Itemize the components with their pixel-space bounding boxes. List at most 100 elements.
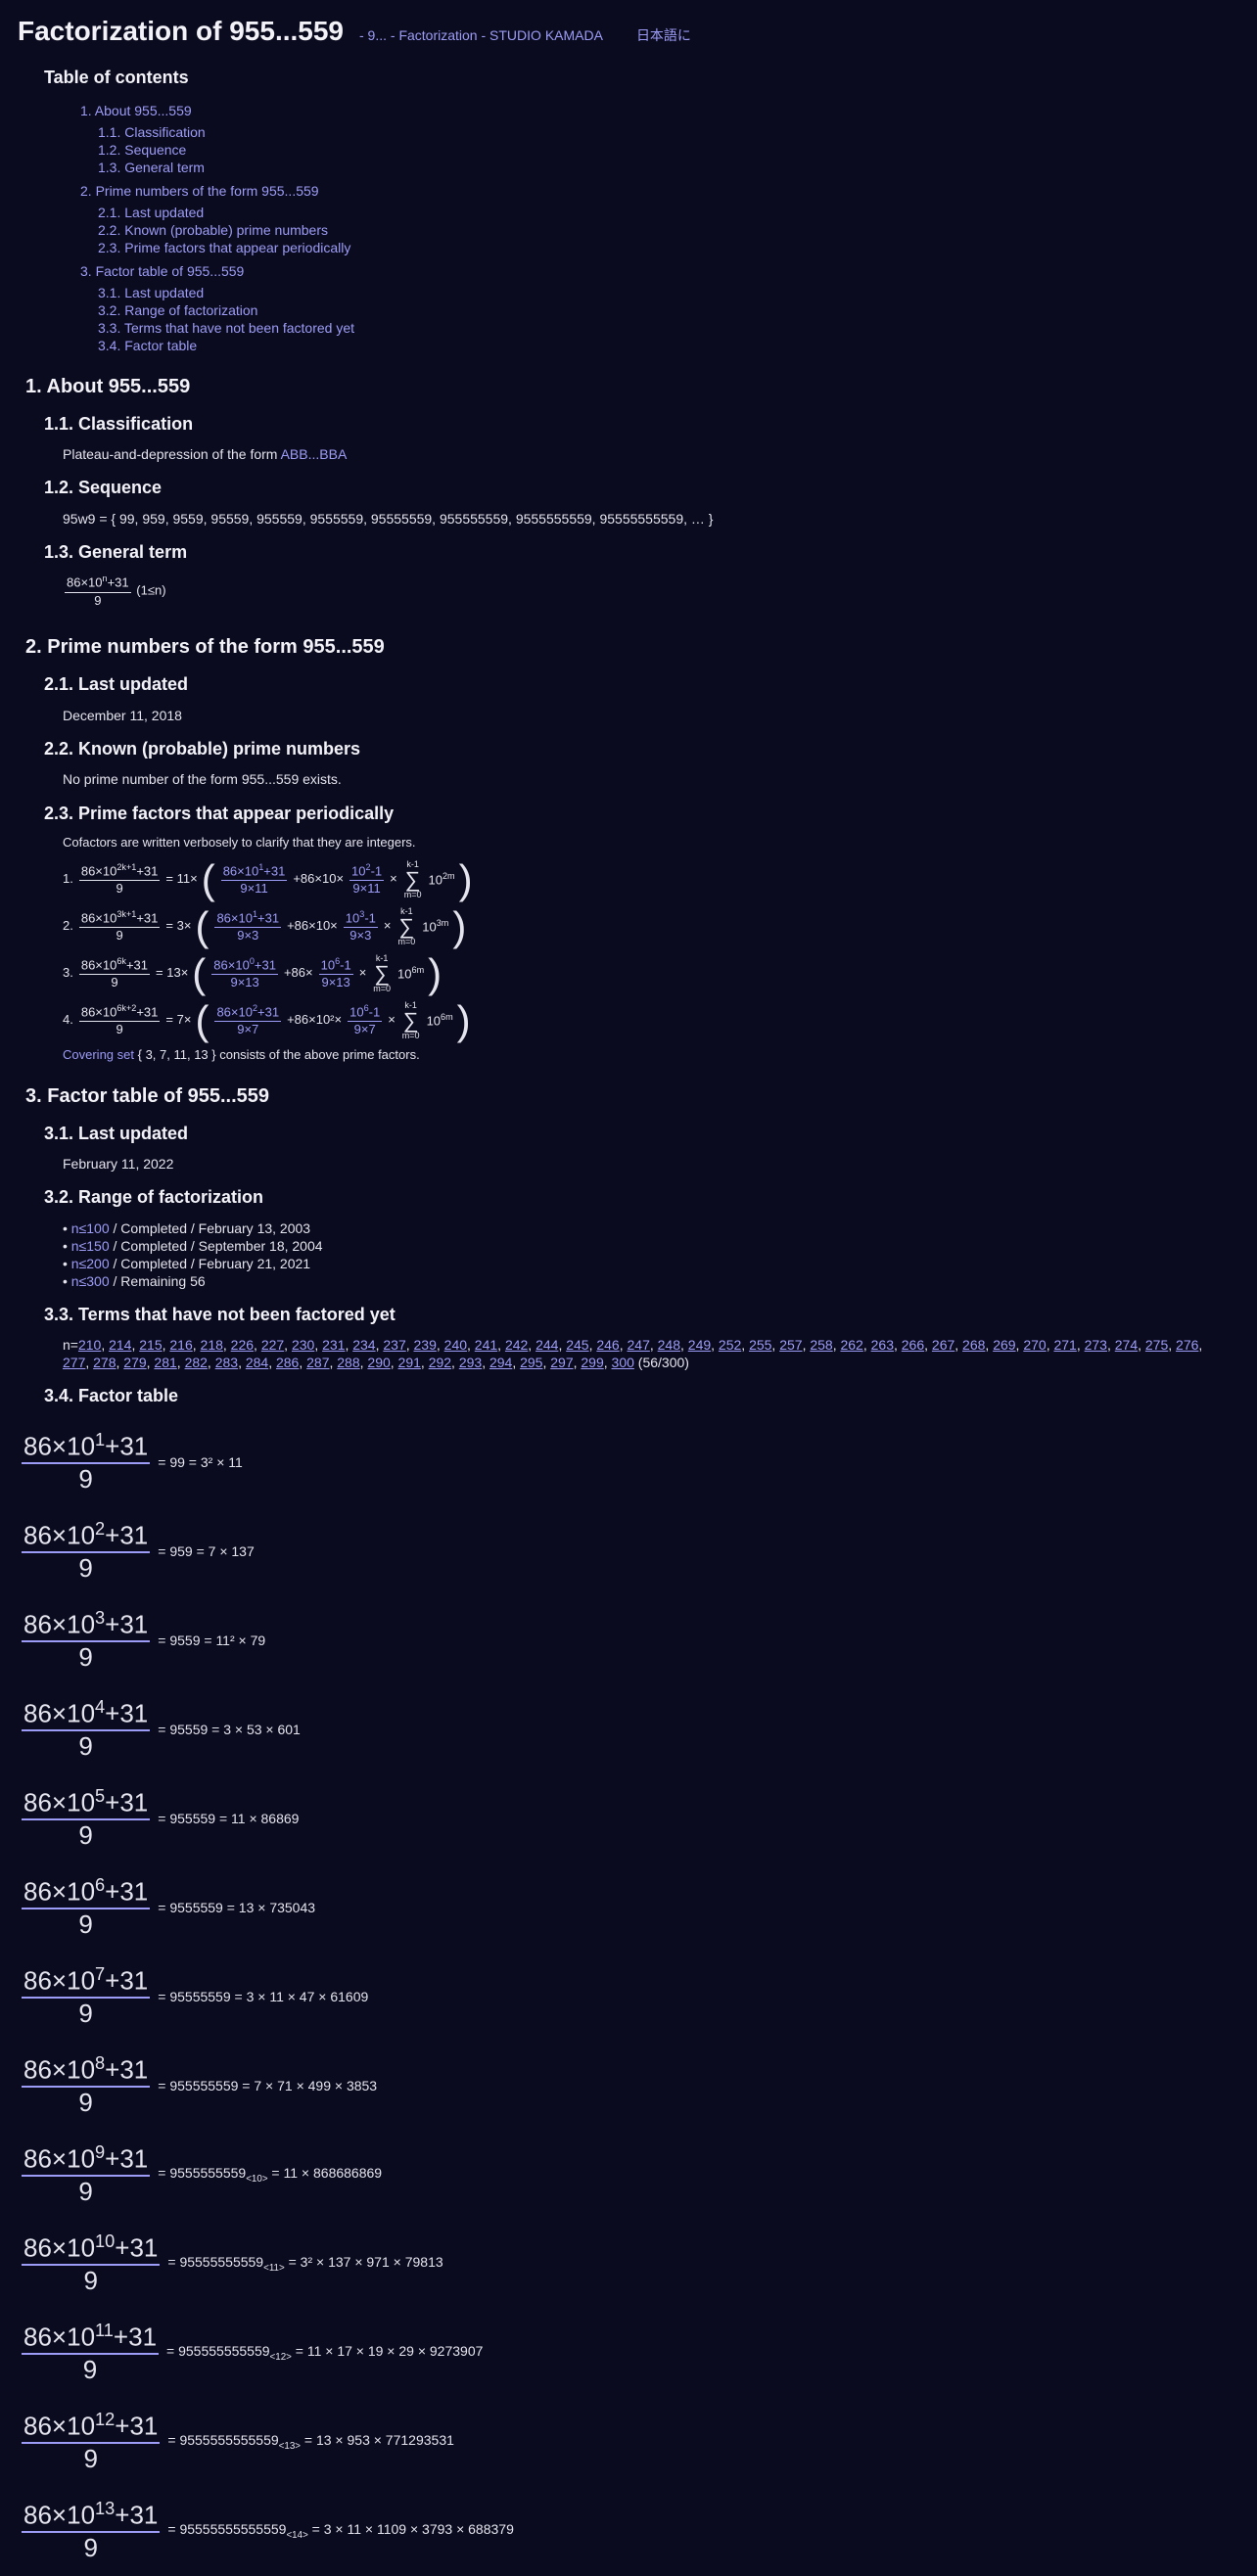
term-link[interactable]: 215 bbox=[139, 1337, 163, 1354]
toc-subitem[interactable]: 2.2. Known (probable) prime numbers bbox=[98, 221, 329, 238]
term-link[interactable]: 299 bbox=[581, 1355, 604, 1371]
term-link[interactable]: 293 bbox=[458, 1355, 483, 1371]
factorization-result: = 99 = 3² × 11 bbox=[158, 1453, 243, 1470]
term-link[interactable]: 292 bbox=[428, 1355, 452, 1371]
term-link[interactable]: 249 bbox=[687, 1337, 712, 1354]
term-link[interactable]: 281 bbox=[154, 1355, 177, 1371]
toc-subitem[interactable]: 2.3. Prime factors that appear periodica… bbox=[98, 239, 351, 255]
factorization-result: = 95559 = 3 × 53 × 601 bbox=[158, 1721, 301, 1737]
term-link[interactable]: 245 bbox=[566, 1337, 589, 1354]
fraction-numerator: 86×106k+31 bbox=[78, 956, 151, 976]
toc-subitem[interactable]: 3.3. Terms that have not been factored y… bbox=[98, 319, 355, 336]
fraction-denominator: 9×11 bbox=[352, 881, 381, 897]
toc-subitem[interactable]: 1.2. Sequence bbox=[98, 141, 187, 158]
term-link[interactable]: 214 bbox=[109, 1337, 132, 1354]
sum-term: 106m bbox=[426, 1011, 453, 1029]
term-link[interactable]: 283 bbox=[214, 1355, 239, 1371]
page-header: Factorization of 955...559 - 9... - Fact… bbox=[18, 14, 1239, 49]
term-link[interactable]: 241 bbox=[474, 1337, 498, 1354]
term-link[interactable]: 278 bbox=[93, 1355, 116, 1371]
term-link[interactable]: 263 bbox=[870, 1337, 894, 1354]
term-link[interactable]: 297 bbox=[550, 1355, 574, 1371]
term-numerator: 86×105+31 bbox=[22, 1786, 151, 1820]
term-link[interactable]: 258 bbox=[810, 1337, 833, 1354]
term-link[interactable]: 277 bbox=[63, 1355, 86, 1371]
term-link[interactable]: 300 bbox=[611, 1355, 634, 1371]
term-link[interactable]: 284 bbox=[245, 1355, 269, 1371]
term-link[interactable]: 210 bbox=[77, 1337, 102, 1354]
term-link[interactable]: 240 bbox=[443, 1337, 468, 1354]
term-link[interactable]: 269 bbox=[993, 1337, 1016, 1354]
formula-middle: +86×10× bbox=[287, 918, 338, 934]
term-link[interactable]: 257 bbox=[779, 1337, 803, 1354]
language-link[interactable]: 日本語に bbox=[635, 27, 691, 43]
term-link[interactable]: 227 bbox=[260, 1337, 285, 1354]
term-link[interactable]: 287 bbox=[306, 1355, 330, 1371]
factorization-result: = 95555559 = 3 × 11 × 47 × 61609 bbox=[158, 1988, 369, 2004]
term-link[interactable]: 266 bbox=[901, 1337, 925, 1354]
term-link[interactable]: 290 bbox=[367, 1355, 391, 1371]
range-link[interactable]: n≤200 bbox=[70, 1255, 110, 1271]
term-link[interactable]: 242 bbox=[504, 1337, 529, 1354]
term-link[interactable]: 276 bbox=[1176, 1337, 1199, 1354]
term-link[interactable]: 216 bbox=[169, 1337, 193, 1354]
sigma-symbol: k-1∑m=0 bbox=[397, 905, 416, 946]
toc-subitem[interactable]: 3.2. Range of factorization bbox=[98, 301, 258, 318]
toc-item[interactable]: 1. About 955...559 bbox=[80, 102, 192, 118]
classification-link[interactable]: ABB...BBA bbox=[280, 446, 348, 463]
toc-subitem[interactable]: 3.1. Last updated bbox=[98, 284, 205, 300]
term-link[interactable]: 270 bbox=[1023, 1337, 1047, 1354]
term-link[interactable]: 255 bbox=[749, 1337, 772, 1354]
known-primes-text: No prime number of the form 955...559 ex… bbox=[63, 771, 342, 788]
range-link[interactable]: n≤300 bbox=[70, 1272, 110, 1289]
term-link[interactable]: 268 bbox=[962, 1337, 986, 1354]
toc-item[interactable]: 2. Prime numbers of the form 955...559 bbox=[80, 182, 319, 199]
term-link[interactable]: 230 bbox=[291, 1337, 315, 1354]
term-link[interactable]: 226 bbox=[230, 1337, 255, 1354]
term-denominator: 9 bbox=[78, 1819, 93, 1850]
term-link[interactable]: 237 bbox=[383, 1337, 406, 1354]
term-link[interactable]: 252 bbox=[718, 1337, 742, 1354]
term-link[interactable]: 248 bbox=[657, 1337, 680, 1354]
term-link[interactable]: 288 bbox=[337, 1355, 360, 1371]
term-link[interactable]: 295 bbox=[520, 1355, 543, 1371]
toc-subitem[interactable]: 1.3. General term bbox=[98, 159, 205, 175]
toc-subitem[interactable]: 3.4. Factor table bbox=[98, 337, 198, 353]
term-denominator: 9 bbox=[78, 2087, 93, 2117]
term-link[interactable]: 291 bbox=[397, 1355, 421, 1371]
term-link[interactable]: 274 bbox=[1114, 1337, 1139, 1354]
covering-set-link[interactable]: Covering set bbox=[63, 1046, 134, 1062]
range-link[interactable]: n≤150 bbox=[70, 1237, 110, 1254]
term-link[interactable]: 231 bbox=[322, 1337, 346, 1354]
term-link[interactable]: 279 bbox=[123, 1355, 147, 1371]
term-link[interactable]: 239 bbox=[413, 1337, 437, 1354]
toc-subitem[interactable]: 1.1. Classification bbox=[98, 123, 206, 140]
breadcrumb-link[interactable]: - 9... - Factorization - STUDIO KAMADA bbox=[359, 27, 603, 43]
toc-subitem[interactable]: 2.1. Last updated bbox=[98, 204, 205, 220]
term-link[interactable]: 262 bbox=[840, 1337, 863, 1354]
term-link[interactable]: 247 bbox=[627, 1337, 650, 1354]
term-denominator: 9 bbox=[83, 2532, 98, 2562]
term-link[interactable]: 244 bbox=[535, 1337, 559, 1354]
term-link[interactable]: 286 bbox=[275, 1355, 300, 1371]
term-link[interactable]: 271 bbox=[1053, 1337, 1077, 1354]
range-item: • n≤100 / Completed / February 13, 2003 bbox=[63, 1219, 311, 1236]
term-link[interactable]: 282 bbox=[184, 1355, 208, 1371]
term-link[interactable]: 246 bbox=[596, 1337, 620, 1354]
term-link[interactable]: 267 bbox=[931, 1337, 955, 1354]
toc-item[interactable]: 3. Factor table of 955...559 bbox=[80, 262, 245, 279]
term-link[interactable]: 273 bbox=[1084, 1337, 1107, 1354]
term-link[interactable]: 294 bbox=[489, 1355, 513, 1371]
range-link[interactable]: n≤100 bbox=[70, 1219, 110, 1236]
term-link[interactable]: 275 bbox=[1144, 1337, 1169, 1354]
term-link[interactable]: 234 bbox=[352, 1337, 376, 1354]
term-link[interactable]: 218 bbox=[200, 1337, 223, 1354]
